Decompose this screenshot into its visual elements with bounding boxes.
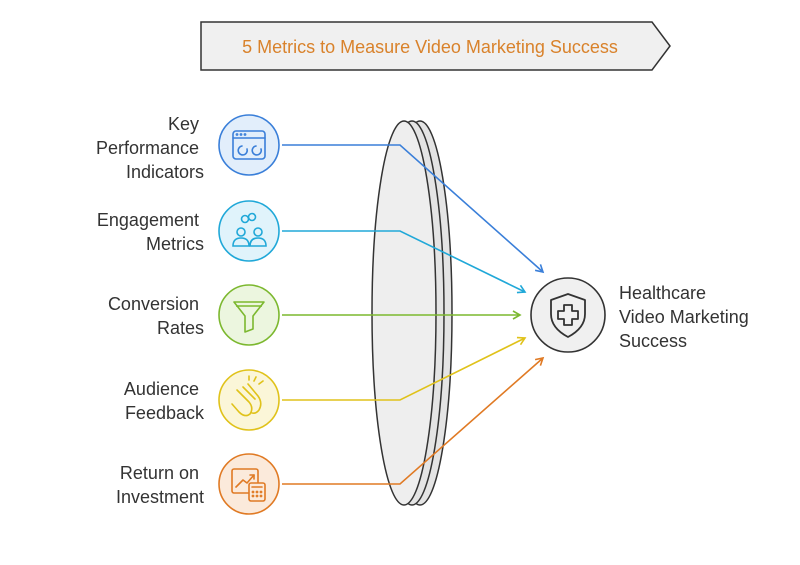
metric-label-line: Audience (124, 379, 199, 399)
metric-engagement: Engagement Metrics (97, 200, 280, 262)
connector-arrow-kpi (282, 144, 545, 274)
title-banner: 5 Metrics to Measure Video Marketing Suc… (200, 21, 671, 71)
chart-calculator-icon (231, 468, 266, 502)
metric-roi: Return on Investment (116, 453, 280, 515)
outcome-label-line: Success (619, 331, 687, 351)
svg-text:Audience Feedback: Audience Feedback (124, 379, 205, 423)
metric-label-line: Conversion (108, 294, 199, 314)
clapping-hands-icon (231, 375, 264, 417)
connector-arrow-engagement (282, 230, 527, 294)
outcome-label-line: Video Marketing (619, 307, 749, 327)
svg-text:Healthcare Video Marketi: Healthcare Video Marketing Success (619, 283, 754, 351)
metric-conversion: Conversion Rates (108, 284, 280, 346)
connector-arrows (282, 144, 545, 485)
lens-shape (371, 120, 453, 506)
shield-plus-icon (550, 293, 586, 338)
metric-label-line: Key (168, 114, 199, 134)
outcome-label-line: Healthcare (619, 283, 706, 303)
metric-label-line: Return on (120, 463, 199, 483)
metric-kpi: Key Performance Indicators (96, 114, 280, 182)
metric-label-line: Indicators (126, 162, 204, 182)
svg-text:Conversion Rates: Conversion Rates (108, 294, 204, 338)
metric-label-line: Metrics (146, 234, 204, 254)
connector-arrow-feedback (282, 336, 527, 401)
metric-label-line: Feedback (125, 403, 205, 423)
metric-label-line: Performance (96, 138, 199, 158)
people-link-icon (232, 212, 267, 247)
funnel-icon (233, 301, 265, 333)
outcome-node: Healthcare Video Marketing Success (530, 277, 754, 353)
svg-text:Engagement Metrics: Engagement Metrics (97, 210, 204, 254)
connector-arrow-roi (282, 356, 545, 485)
svg-text:Return on Investment: Return on Investment (116, 463, 204, 507)
svg-text:Key Performance In: Key Performance Indicators (96, 114, 204, 182)
metric-label-line: Rates (157, 318, 204, 338)
title-text: 5 Metrics to Measure Video Marketing Suc… (242, 37, 618, 57)
metric-feedback: Audience Feedback (124, 369, 280, 431)
metric-label-line: Investment (116, 487, 204, 507)
metric-label-line: Engagement (97, 210, 199, 230)
dashboard-window-icon (232, 130, 266, 160)
